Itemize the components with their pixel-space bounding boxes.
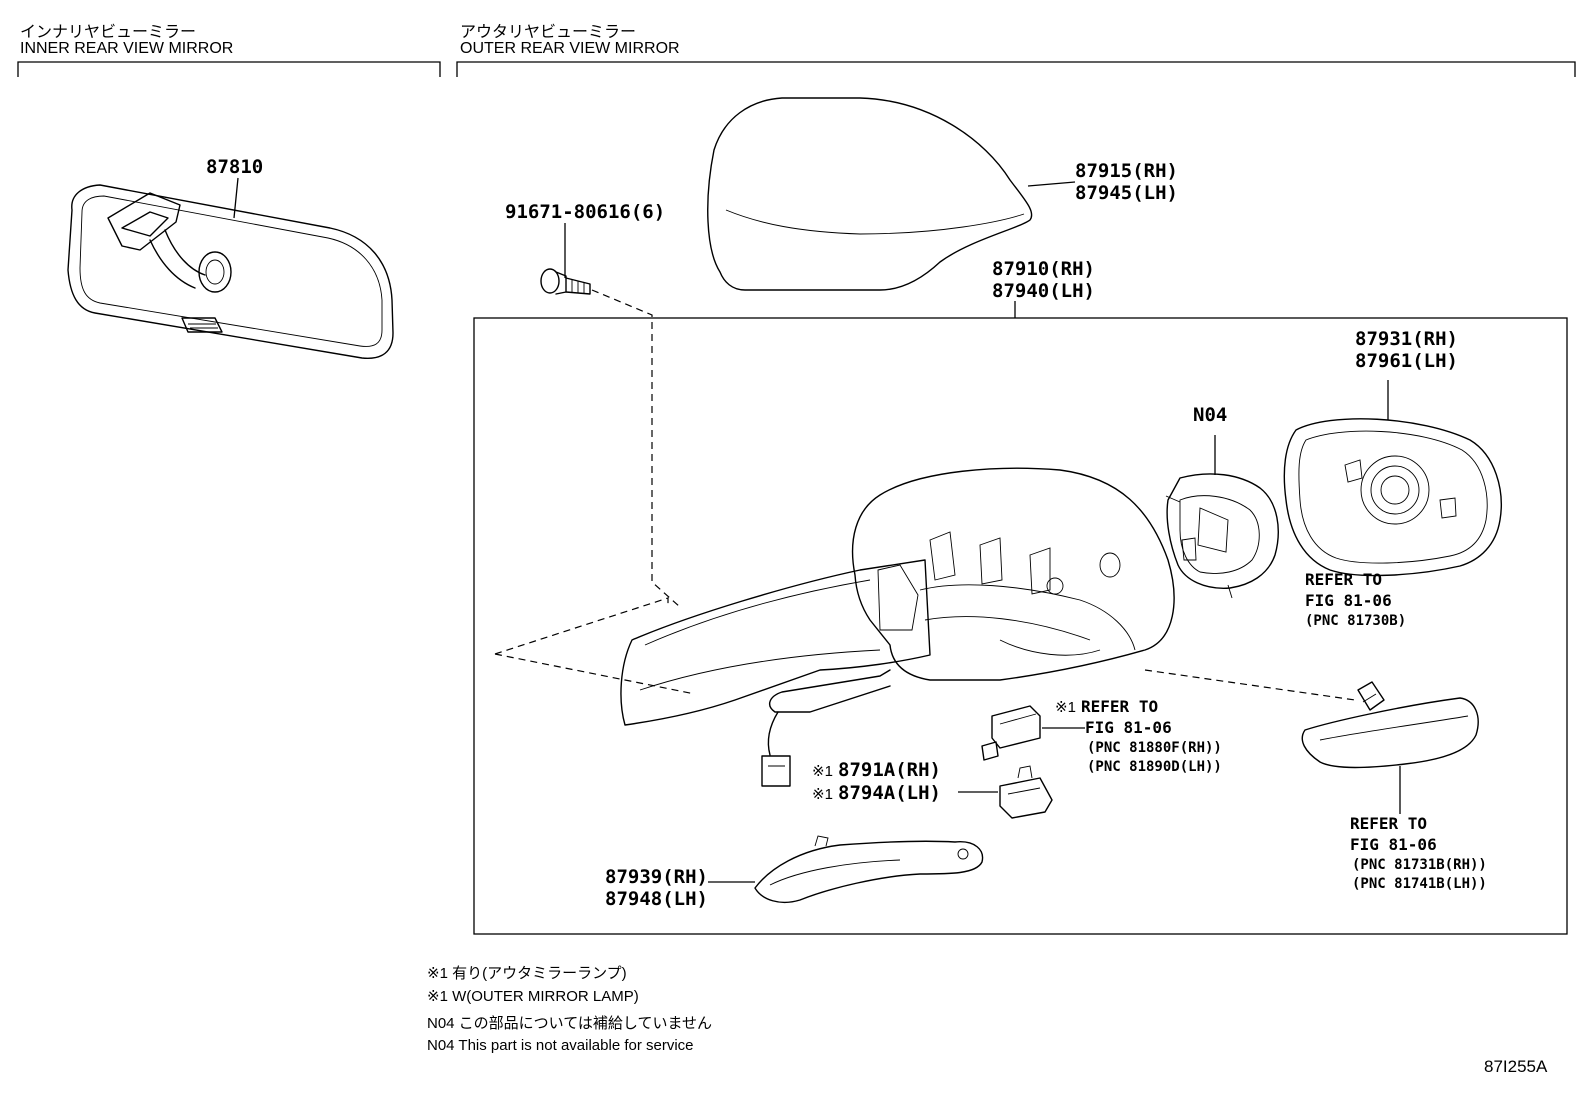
footnote-3: N04 この部品については補給していません — [427, 1015, 713, 1032]
mirror-assembly-drawing — [620, 467, 1175, 787]
part-number-cover-rh[interactable]: 87915(RH) — [1075, 160, 1178, 182]
footnote-1: ※1 有り(アウタミラーランプ) — [427, 965, 627, 982]
inner-section-bracket — [17, 61, 441, 77]
part-number-cover2-rh[interactable]: 87939(RH) — [605, 866, 708, 888]
lamp-mark-1: ※1 — [812, 763, 833, 780]
part-number-assy-rh[interactable]: 87910(RH) — [992, 258, 1095, 280]
refer-1-line-3: (PNC 81730B) — [1305, 613, 1407, 629]
refer-3-line-3: (PNC 81731B(RH)) — [1352, 857, 1487, 873]
lamp-mark-2: ※1 — [812, 786, 833, 803]
inner-section-title-en: INNER REAR VIEW MIRROR — [20, 40, 234, 57]
lamp-socket-drawing — [999, 765, 1053, 819]
refer-2-line-1[interactable]: REFER TO — [1081, 697, 1159, 716]
footnotes: ※1 有り(アウタミラーランプ) ※1 W(OUTER MIRROR LAMP)… — [427, 962, 712, 1062]
bolt-drawing — [540, 268, 591, 295]
under-cover-drawing — [754, 835, 984, 904]
outer-section-title-en: OUTER REAR VIEW MIRROR — [460, 40, 680, 57]
part-number-cover-lh[interactable]: 87945(LH) — [1075, 182, 1178, 204]
refer-1-line-1[interactable]: REFER TO — [1305, 570, 1383, 589]
part-number-lamp-lh[interactable]: 8794A(LH) — [838, 782, 941, 804]
part-number-mirror-rh[interactable]: 87931(RH) — [1355, 328, 1458, 350]
refer-2-line-2[interactable]: FIG 81-06 — [1085, 718, 1172, 737]
part-number-cover2-lh[interactable]: 87948(LH) — [605, 888, 708, 910]
part-number-mirror-lh[interactable]: 87961(LH) — [1355, 350, 1458, 372]
part-number-bolt[interactable]: 91671-80616(6) — [505, 201, 666, 223]
refer-3-line-4: (PNC 81741B(LH)) — [1352, 876, 1487, 892]
inner-section-title-jp: インナリヤビューミラー — [20, 24, 197, 41]
mirror-lamp-drawing — [981, 705, 1041, 761]
refer-3-line-1[interactable]: REFER TO — [1350, 814, 1428, 833]
part-number-87810[interactable]: 87810 — [206, 156, 264, 178]
refer-2-line-4: (PNC 81890D(LH)) — [1087, 759, 1222, 775]
footnote-4: N04 This part is not available for servi… — [427, 1037, 694, 1054]
refer-block-2: ※1 REFER TO FIG 81-06 (PNC 81880F(RH)) (… — [1055, 697, 1222, 775]
turn-lamp-drawing — [1301, 697, 1479, 769]
footnote-2: ※1 W(OUTER MIRROR LAMP) — [427, 988, 639, 1005]
mirror-cover-drawing — [707, 97, 1033, 291]
bulb-drawing — [1357, 681, 1385, 711]
outer-section-title-jp: アウタリヤビューミラー — [460, 24, 637, 41]
refer-2-line-3: (PNC 81880F(RH)) — [1087, 740, 1222, 756]
lamp-part-numbers: ※1 8791A(RH) ※1 8794A(LH) — [812, 759, 941, 804]
inner-mirror-drawing — [67, 184, 394, 359]
outer-section-bracket — [456, 61, 1576, 77]
refer-block-3: REFER TO FIG 81-06 (PNC 81731B(RH)) (PNC… — [1350, 814, 1487, 892]
mirror-glass-drawing — [1283, 418, 1502, 577]
refer-block-1: REFER TO FIG 81-06 (PNC 81730B) — [1305, 570, 1406, 629]
assembly-frame — [473, 317, 1568, 935]
figure-id: 87I255A — [1484, 1057, 1548, 1076]
part-number-lamp-rh[interactable]: 8791A(RH) — [838, 759, 941, 781]
n04-actuator-drawing — [1165, 473, 1279, 599]
refer-1-line-2[interactable]: FIG 81-06 — [1305, 591, 1392, 610]
part-number-n04[interactable]: N04 — [1193, 404, 1228, 426]
refer-2-mark: ※1 — [1055, 699, 1076, 716]
refer-3-line-2[interactable]: FIG 81-06 — [1350, 835, 1437, 854]
part-number-assy-lh[interactable]: 87940(LH) — [992, 280, 1095, 302]
